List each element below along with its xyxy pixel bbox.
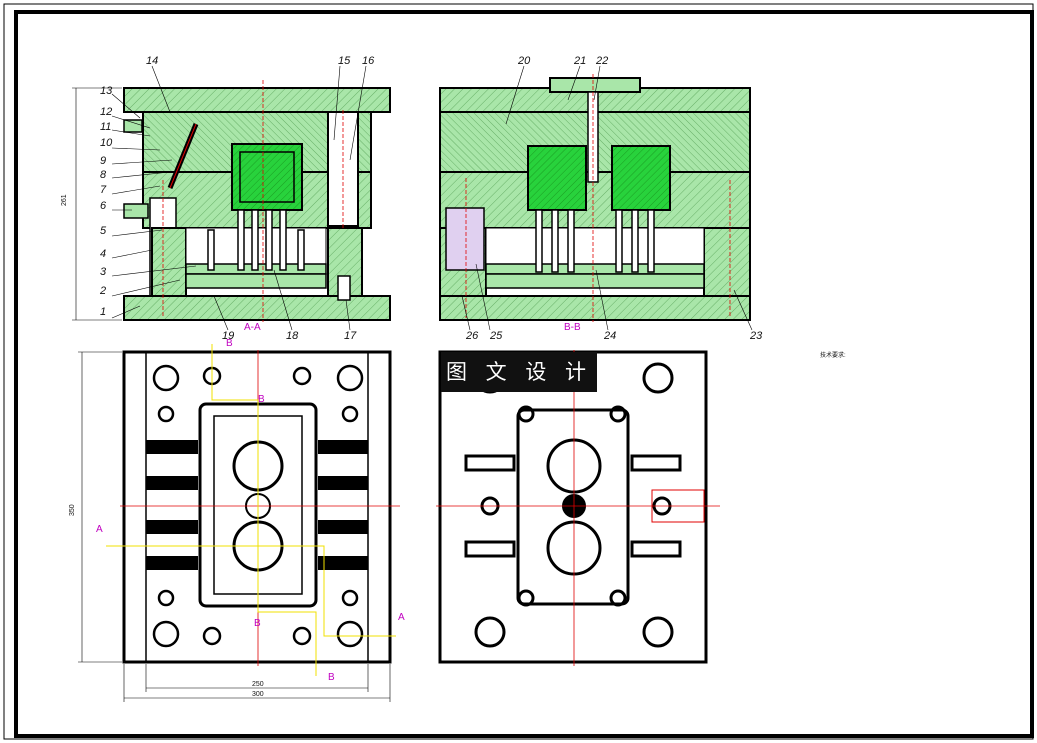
- callout-19: 19: [222, 330, 234, 342]
- callout-18: 18: [286, 330, 299, 342]
- dim-250: 250: [252, 681, 264, 688]
- callout-11: 11: [100, 121, 111, 133]
- section-label-aa: A-A: [244, 322, 261, 333]
- dimensions-plan: [78, 351, 391, 702]
- callout-labels-right: 20 21 22 23 24 25 26 B-B: [465, 55, 763, 342]
- mark-a-right: A: [398, 612, 405, 623]
- callout-20: 20: [517, 55, 531, 67]
- callout-5: 5: [100, 225, 107, 237]
- callout-1: 1: [100, 306, 106, 318]
- section-cut-lines: [106, 344, 396, 676]
- section-marks: B B B B A A: [96, 338, 405, 683]
- dimension-height-left: 2 6 1: [61, 87, 122, 321]
- callout-6: 6: [100, 200, 107, 212]
- callout-13: 13: [100, 85, 113, 97]
- plan-view-right: [436, 350, 720, 666]
- callout-10: 10: [100, 137, 113, 149]
- callout-9: 9: [100, 155, 106, 167]
- callout-26: 26: [465, 330, 479, 342]
- callout-2: 2: [99, 285, 106, 297]
- mark-b-bot: B: [328, 672, 335, 683]
- callout-4: 4: [100, 248, 106, 260]
- section-label-bb: B-B: [564, 322, 581, 333]
- technical-requirements-title: 技术要求:: [820, 353, 846, 359]
- callouts-right: [461, 65, 753, 331]
- callout-25: 25: [489, 330, 503, 342]
- mark-b-top: B: [226, 338, 233, 349]
- callout-labels-left: 1 2 3 4 5 6 7 8 9 10 11 12 13 14 15 16 1…: [99, 55, 375, 342]
- section-view-aa: [123, 80, 391, 322]
- callout-17: 17: [344, 330, 357, 342]
- dim-350: 350: [69, 504, 76, 516]
- callout-12: 12: [100, 106, 112, 118]
- mark-a-left: A: [96, 524, 103, 535]
- callout-15: 15: [338, 55, 351, 67]
- watermark-banner: 图 文 设 计: [441, 352, 597, 392]
- callout-23: 23: [749, 330, 763, 342]
- plan-view-left: [120, 350, 400, 666]
- callout-16: 16: [362, 55, 375, 67]
- section-view-bb: [439, 74, 751, 322]
- callout-3: 3: [100, 266, 107, 278]
- callout-8: 8: [100, 169, 107, 181]
- callout-24: 24: [603, 330, 616, 342]
- callouts-left: [111, 65, 367, 331]
- inner-frame: [14, 10, 1034, 738]
- callout-22: 22: [595, 55, 608, 67]
- callout-7: 7: [100, 184, 107, 196]
- dim-300: 300: [252, 691, 264, 698]
- callout-21: 21: [573, 55, 586, 67]
- mark-b-mid: B: [258, 394, 265, 405]
- dim-261: 261: [61, 194, 68, 206]
- callout-14: 14: [146, 55, 158, 67]
- mark-b-low: B: [254, 618, 261, 629]
